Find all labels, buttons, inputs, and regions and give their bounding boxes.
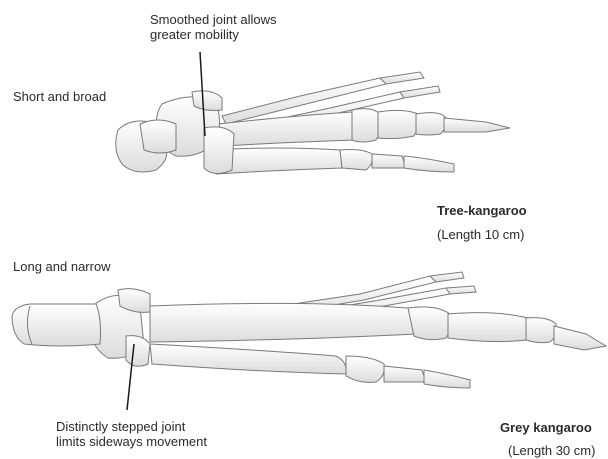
tree-kangaroo-joint-callout: Smoothed joint allows greater mobility (150, 12, 276, 42)
tree-kangaroo-shape-label: Short and broad (13, 89, 106, 104)
tree-kangaroo-name: Tree-kangaroo (437, 203, 527, 218)
callout-line-1: Distinctly stepped joint (56, 419, 207, 434)
grey-kangaroo-length: (Length 30 cm) (508, 443, 595, 458)
callout-line-2: greater mobility (150, 27, 276, 42)
callout-line-1: Smoothed joint allows (150, 12, 276, 27)
tree-kangaroo-foot (116, 72, 510, 174)
grey-kangaroo-shape-label: Long and narrow (13, 259, 111, 274)
grey-kangaroo-foot (12, 272, 606, 388)
tree-kangaroo-length: (Length 10 cm) (437, 227, 524, 242)
callout-line-2: limits sideways movement (56, 434, 207, 449)
grey-kangaroo-name: Grey kangaroo (500, 420, 592, 435)
grey-kangaroo-joint-callout: Distinctly stepped joint limits sideways… (56, 419, 207, 449)
